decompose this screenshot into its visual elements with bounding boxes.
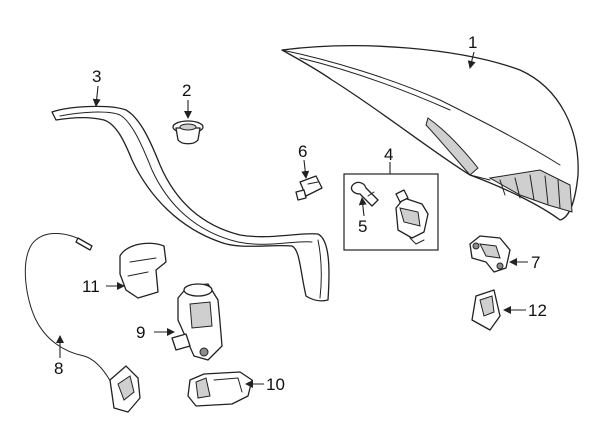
callout-3: 3 xyxy=(92,67,101,86)
callout-10: 10 xyxy=(266,375,285,394)
callout-6: 6 xyxy=(298,142,307,161)
trunk-lid xyxy=(281,45,579,221)
release-cable xyxy=(24,232,141,413)
callout-7: 7 xyxy=(531,253,540,272)
hinge-bracket xyxy=(469,235,511,273)
callout-11: 11 xyxy=(82,277,100,296)
callout-5: 5 xyxy=(358,217,367,236)
leader-lines xyxy=(56,51,528,388)
callout-9: 9 xyxy=(136,323,145,342)
weatherstrip-seal xyxy=(51,105,330,302)
callout-8: 8 xyxy=(54,359,63,378)
bolt xyxy=(295,175,323,201)
callout-2: 2 xyxy=(182,81,191,100)
callout-4: 4 xyxy=(384,145,393,164)
bumper-stop xyxy=(172,120,204,145)
callout-labels: 1 2 3 4 5 6 7 8 9 10 11 12 xyxy=(54,33,547,394)
lamp-assembly-box xyxy=(343,173,439,251)
callout-12: 12 xyxy=(528,301,547,320)
callout-1: 1 xyxy=(468,33,477,52)
release-handle xyxy=(187,371,253,407)
striker-plate xyxy=(471,289,501,331)
latch-actuator xyxy=(171,283,223,361)
latch-cover xyxy=(119,242,167,299)
